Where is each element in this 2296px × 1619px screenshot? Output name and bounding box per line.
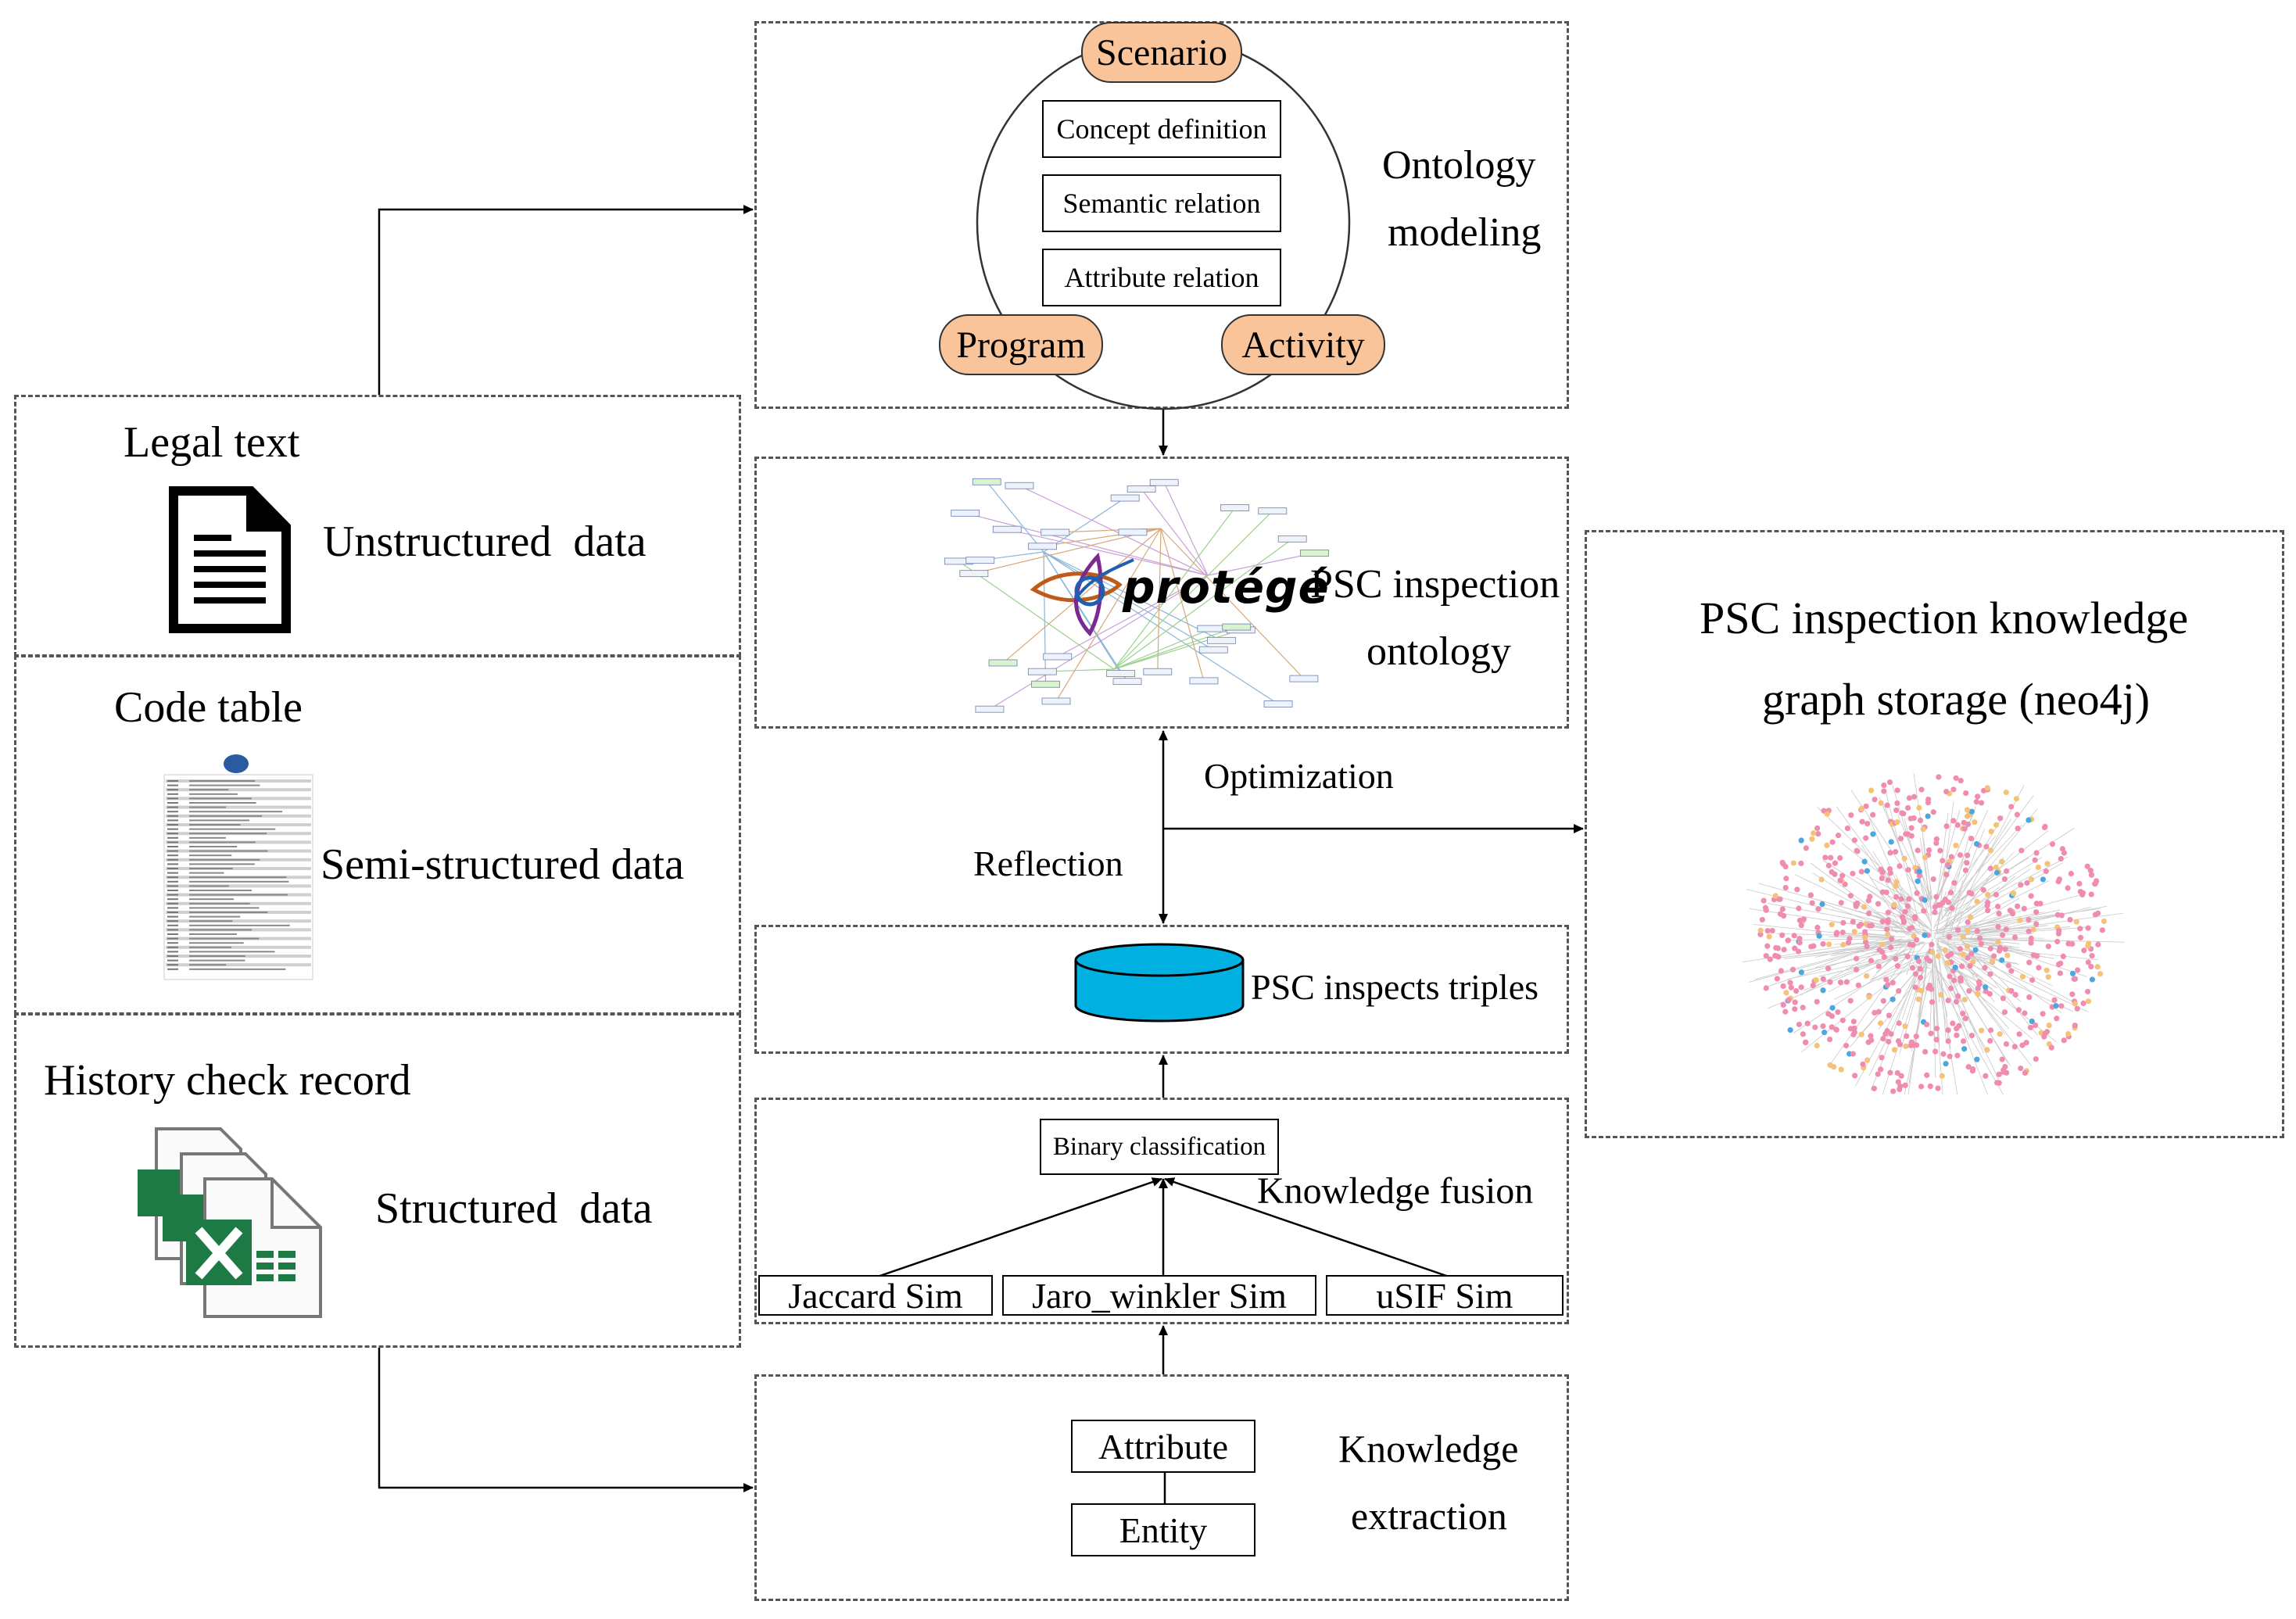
neo4j-storage-panel [1585,530,2284,1138]
knowledge-label: Knowledge [1338,1427,1519,1470]
optimization-label: Optimization [1204,756,1394,796]
knowledge-fusion-panel [754,1098,1569,1324]
jaccard-sim-box: Jaccard Sim [758,1275,993,1316]
history-record-panel [14,1013,741,1348]
unstructured-data-label: Unstructured data [323,518,647,566]
jaro-winkler-sim-box: Jaro_winkler Sim [1002,1275,1316,1316]
document-icon [169,486,291,633]
extraction-label: extraction [1351,1494,1507,1538]
attribute-box: Attribute [1071,1420,1255,1473]
triples-label: PSC inspects triples [1251,967,1539,1007]
modeling-label: modeling [1388,210,1542,255]
history-record-title: History check record [44,1056,411,1105]
reflection-label: Reflection [973,844,1123,883]
triples-panel [754,925,1569,1054]
knowledge-extraction-panel [754,1374,1569,1601]
structured-data-label: Structured data [375,1184,653,1233]
psc-inspection-label: PSC inspection [1310,562,1560,607]
scenario-pill: Scenario [1081,22,1242,83]
attribute-relation-box: Attribute relation [1042,249,1281,306]
semantic-relation-box: Semantic relation [1042,174,1281,232]
protege-panel [754,457,1569,729]
ontology-graph-thumbnail [944,478,1329,713]
ontology-label-2: ontology [1366,629,1511,674]
activity-pill: Activity [1221,314,1385,375]
legal-text-title: Legal text [124,418,300,467]
code-table-title: Code table [114,683,303,732]
ontology-label: Ontology [1382,143,1536,188]
protege-wordmark: protégé [1123,561,1330,614]
concept-definition-box: Concept definition [1042,100,1281,158]
storage-title-line-1: PSC inspection knowledge [1700,593,2189,643]
code-table-thumbnail [163,754,313,980]
storage-title-line-2: graph storage (neo4j) [1762,674,2151,725]
program-pill: Program [939,314,1103,375]
binary-classification-box: Binary classification [1040,1119,1279,1175]
database-cylinder-icon [1074,943,1245,1023]
neo4j-graph-visualization [1742,772,2125,1094]
entity-box: Entity [1071,1503,1255,1556]
knowledge-fusion-label: Knowledge fusion [1257,1170,1534,1212]
usif-sim-box: uSIF Sim [1326,1275,1564,1316]
excel-file-icon [138,1127,322,1318]
semi-structured-data-label: Semi-structured data [321,840,684,889]
protege-logo-icon [1030,552,1134,637]
